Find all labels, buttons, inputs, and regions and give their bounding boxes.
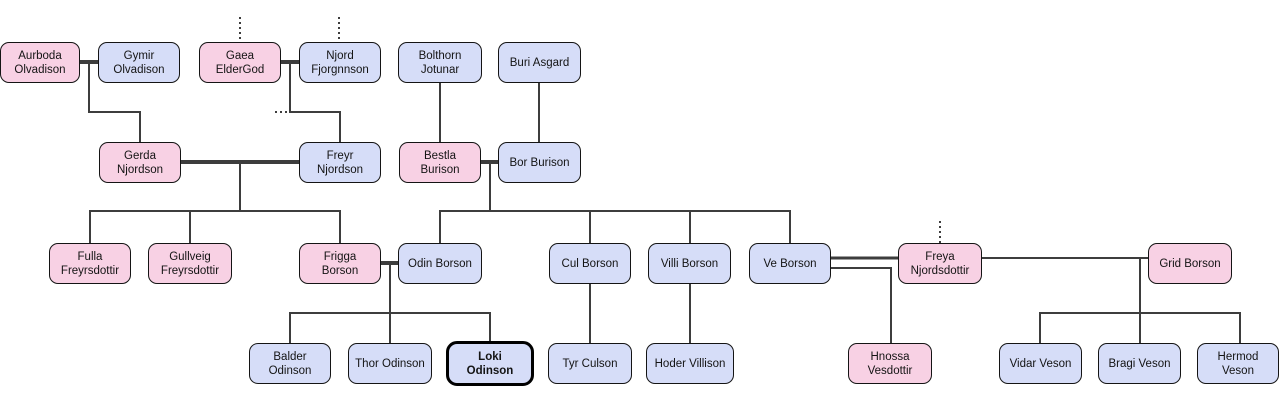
- person-name-line: Hermod: [1217, 350, 1259, 363]
- person-name-line: Balder: [273, 350, 307, 363]
- person-name-line: Gaea: [225, 49, 255, 62]
- person-name-line: Fjorgnnson: [311, 63, 369, 76]
- person-name-line: Grid Borson: [1159, 257, 1221, 270]
- person-name-line: Fulla: [77, 250, 103, 263]
- person-name-line: Gymir: [123, 49, 155, 62]
- person-name-line: Njordson: [116, 163, 164, 176]
- person-node-ve[interactable]: Ve Borson: [749, 243, 831, 284]
- person-name-line: Olvadison: [113, 63, 165, 76]
- person-node-grid[interactable]: Grid Borson: [1148, 243, 1232, 284]
- person-name-line: Njord: [326, 49, 354, 62]
- person-name-line: Ve Borson: [763, 257, 817, 270]
- person-name-line: Tyr Culson: [562, 357, 618, 370]
- person-node-bragi[interactable]: Bragi Veson: [1098, 343, 1181, 384]
- person-name-line: Villi Borson: [660, 257, 719, 270]
- person-node-buri[interactable]: Buri Asgard: [498, 42, 581, 83]
- person-name-line: Bolthorn: [418, 49, 462, 62]
- person-name-line: Bestla: [424, 149, 456, 162]
- person-name-line: Bragi Veson: [1108, 357, 1171, 370]
- person-name-line: Freya: [925, 250, 955, 263]
- person-name-line: Gullveig: [169, 250, 211, 263]
- child-drop-aurboda-gymir: [88, 62, 141, 143]
- person-node-cul[interactable]: Cul Borson: [549, 243, 631, 284]
- person-name-line: Buri Asgard: [509, 56, 570, 69]
- person-name-line: Olvadison: [14, 63, 66, 76]
- person-node-tyr[interactable]: Tyr Culson: [548, 343, 632, 384]
- person-name-line: Freyrsdottir: [160, 264, 220, 277]
- person-node-odin[interactable]: Odin Borson: [398, 243, 482, 284]
- person-name-line: Njordsdottir: [910, 264, 970, 277]
- person-name-line: Freyrsdottir: [60, 264, 120, 277]
- person-node-hoder[interactable]: Hoder Villison: [646, 343, 734, 384]
- person-name-line: Njordson: [316, 163, 364, 176]
- person-name-line: Veson: [1222, 364, 1254, 377]
- person-name-line: Borson: [321, 264, 359, 277]
- person-name-line: Burison: [420, 163, 460, 176]
- person-name-line: Hnossa: [870, 350, 910, 363]
- person-name-line: Vidar Veson: [1009, 357, 1072, 370]
- sibling-bar-bor-children: [439, 210, 791, 244]
- sibling-bar-freyr-children: [89, 210, 341, 244]
- person-name-line: Odin Borson: [408, 257, 472, 270]
- person-name-line: Thor Odinson: [355, 357, 425, 370]
- person-name-line: Cul Borson: [561, 257, 619, 270]
- person-name-line: ElderGod: [215, 63, 265, 76]
- person-name-line: Gerda: [124, 149, 156, 162]
- person-name-line: Frigga: [323, 250, 357, 263]
- person-name-line: Odinson: [268, 364, 312, 377]
- person-name-line: Jotunar: [420, 63, 460, 76]
- person-node-bor[interactable]: Bor Burison: [498, 142, 581, 183]
- child-drop-ve-freya: [830, 267, 892, 344]
- person-name-line: Freyr: [326, 149, 354, 162]
- person-name-line: Loki: [478, 350, 502, 363]
- person-name-line: Bor Burison: [509, 156, 570, 169]
- person-node-thor[interactable]: Thor Odinson: [348, 343, 432, 384]
- person-name-line: Odinson: [466, 364, 514, 377]
- person-name-line: Hoder Villison: [654, 357, 726, 370]
- person-name-line: Vesdottir: [867, 364, 913, 377]
- person-node-villi[interactable]: Villi Borson: [648, 243, 731, 284]
- person-name-line: Aurboda: [18, 49, 62, 62]
- person-node-vidar[interactable]: Vidar Veson: [999, 343, 1082, 384]
- child-drop-gaea-njord: [289, 62, 341, 143]
